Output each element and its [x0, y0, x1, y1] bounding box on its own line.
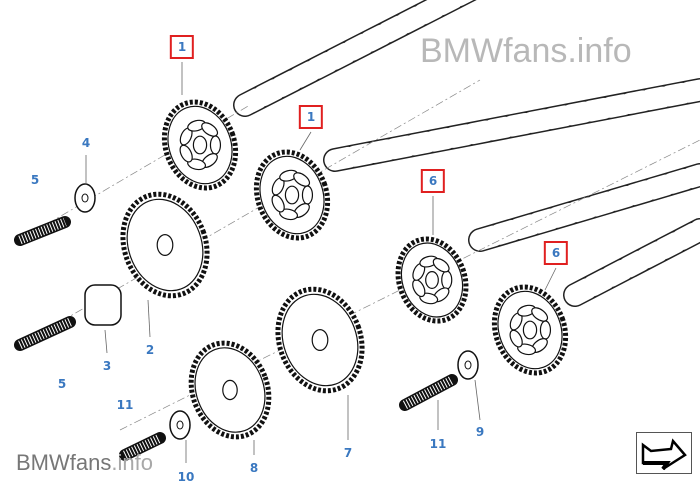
callout-2[interactable]: 2	[145, 343, 155, 357]
camshaft-gear-1-spoke-hole	[301, 185, 314, 205]
callout-11[interactable]: 11	[429, 437, 447, 451]
camshaft-lobes	[469, 164, 700, 251]
bolt-5-thread	[18, 217, 67, 245]
callout-8[interactable]: 8	[249, 461, 259, 475]
callout-7[interactable]: 7	[343, 446, 353, 460]
sprocket-2-hub	[156, 234, 174, 257]
hub-3	[84, 284, 122, 326]
camshaft-gear-6-spoke-hole	[531, 307, 549, 322]
camshaft-lobes	[324, 79, 700, 171]
camshaft-gear-6-hub	[522, 320, 538, 340]
camshaft-gear-1-spoke-hole	[179, 144, 193, 163]
leader-line	[544, 267, 557, 291]
callout-5[interactable]: 5	[30, 173, 40, 187]
callout-6-camshaft-gear[interactable]: 6	[420, 169, 446, 193]
camshaft-lobes	[564, 219, 700, 306]
camshaft-gear-1-spoke-hole	[271, 194, 285, 213]
camshaft-gear-6-spoke-hole	[539, 320, 552, 340]
leader-line	[104, 329, 108, 354]
callout-1-camshaft-gear[interactable]: 1	[298, 105, 324, 129]
callout-4[interactable]: 4	[81, 136, 91, 150]
camshaft-gear-1-hub	[284, 185, 300, 205]
camshaft-gear-6-hub	[425, 271, 439, 290]
callout-6-camshaft-gear[interactable]: 6	[543, 241, 569, 265]
callout-9[interactable]: 9	[475, 425, 485, 439]
callout-5[interactable]: 5	[57, 377, 67, 391]
leader-line	[299, 131, 312, 151]
watermark-suffix: .info	[111, 450, 153, 475]
watermark-top: BMWfans.info	[420, 32, 632, 70]
watermark-bottom: BMWfans.info	[16, 450, 153, 476]
bolt-11-thread	[123, 433, 162, 460]
leader-line	[147, 299, 151, 338]
camshaft-gear-6-spoke-hole	[517, 343, 537, 356]
watermark-brand: BMWfans	[16, 450, 112, 475]
bolt-11	[399, 374, 458, 411]
camshaft-gear-1-spoke-hole	[293, 172, 311, 187]
camshaft-gear-1-hub	[192, 135, 208, 155]
callout-1-camshaft-gear[interactable]: 1	[169, 35, 195, 59]
camshaft-gear-1-spoke-hole	[187, 158, 207, 171]
camshaft-gear-6-spoke-hole	[441, 270, 453, 290]
washer-9-hole	[464, 360, 472, 370]
camshaft-gear-6-spoke-hole	[509, 329, 523, 348]
callout-10[interactable]: 10	[177, 470, 195, 484]
sprocket-7-hub	[311, 329, 329, 352]
back-arrow-icon[interactable]	[636, 432, 692, 474]
axis-line	[19, 104, 251, 241]
leader-line	[474, 379, 481, 421]
camshaft-lobes	[234, 0, 474, 116]
bolt-5-thread	[18, 317, 72, 350]
camshaft-gear-1-spoke-hole	[201, 122, 219, 137]
callout-3[interactable]: 3	[102, 359, 112, 373]
gear-8-hub	[222, 379, 238, 401]
camshaft-gear-1-spoke-hole	[209, 135, 222, 155]
callout-11[interactable]: 11	[116, 398, 134, 412]
washer-10-hole	[176, 420, 184, 430]
camshaft-gear-6-spoke-hole	[432, 257, 450, 273]
washer-4-hole	[81, 193, 89, 203]
camshaft-gear-1-spoke-hole	[279, 208, 299, 221]
